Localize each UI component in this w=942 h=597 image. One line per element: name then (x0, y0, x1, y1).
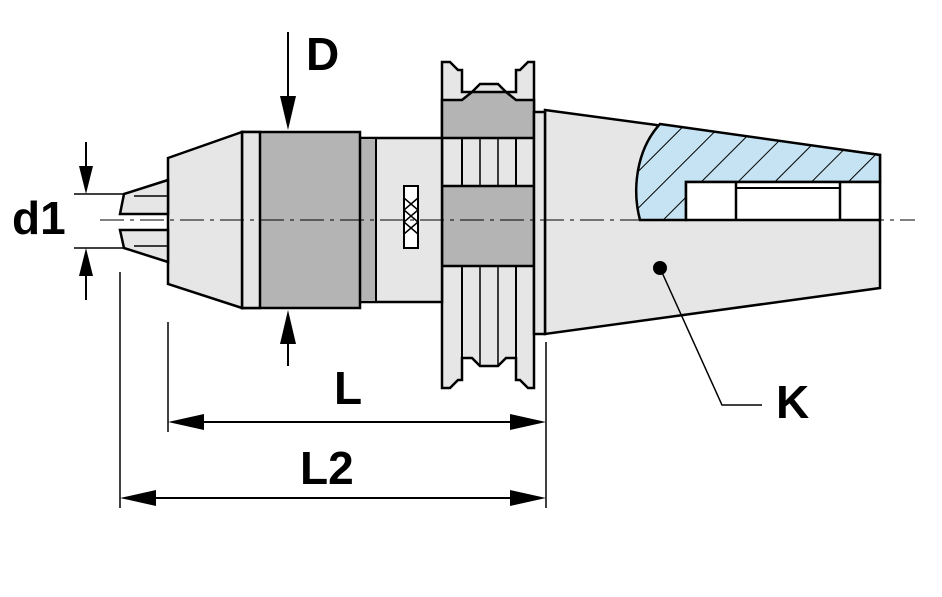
label-d1: d1 (12, 192, 66, 244)
label-D: D (306, 28, 339, 80)
flange-collar (440, 60, 547, 390)
label-K: K (776, 376, 809, 428)
dimension-L2: L2 (120, 442, 546, 506)
key-slot (403, 185, 419, 249)
dimension-L: L (168, 362, 546, 430)
dimension-d1: d1 (12, 142, 124, 300)
label-L: L (334, 362, 362, 414)
chuck-jaws (118, 178, 170, 264)
label-L2: L2 (300, 442, 354, 494)
callout-K: K (653, 261, 809, 428)
section-cutout (635, 122, 882, 222)
dimension-D: D (280, 28, 339, 366)
